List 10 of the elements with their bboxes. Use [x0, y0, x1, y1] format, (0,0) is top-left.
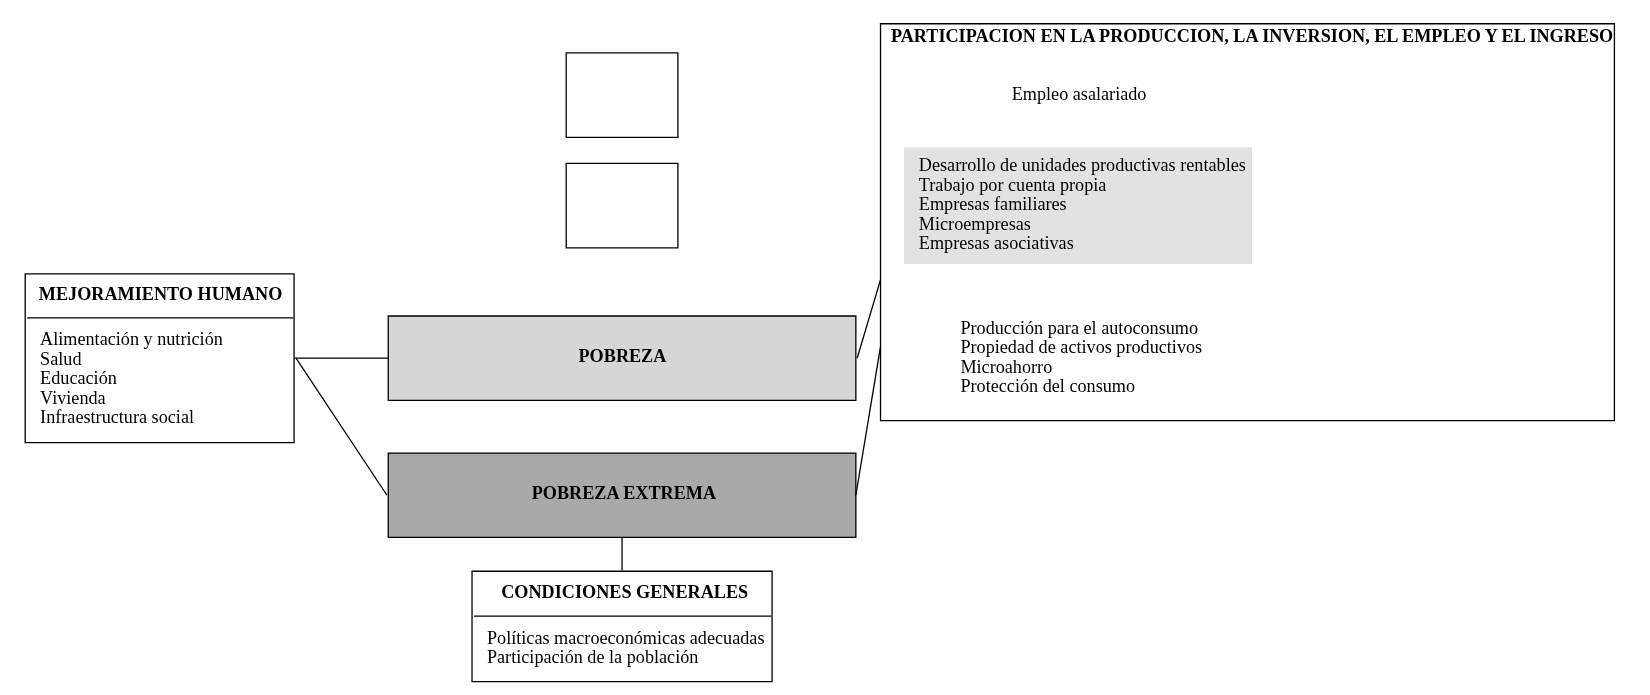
node-box: Desarrollo de unidades productivas rentables Trabajo por cuenta propia Empresas familiares Microempresas Empresas asociativas	[903, 147, 1252, 265]
node-box: POBREZA	[387, 315, 857, 402]
node-box: POBREZA EXTREMA	[387, 452, 857, 539]
node-box	[565, 52, 679, 139]
node-box	[565, 162, 679, 249]
connector	[856, 279, 882, 359]
connector	[855, 345, 882, 496]
connector	[293, 357, 389, 359]
connector	[295, 357, 388, 496]
connector	[621, 537, 623, 572]
